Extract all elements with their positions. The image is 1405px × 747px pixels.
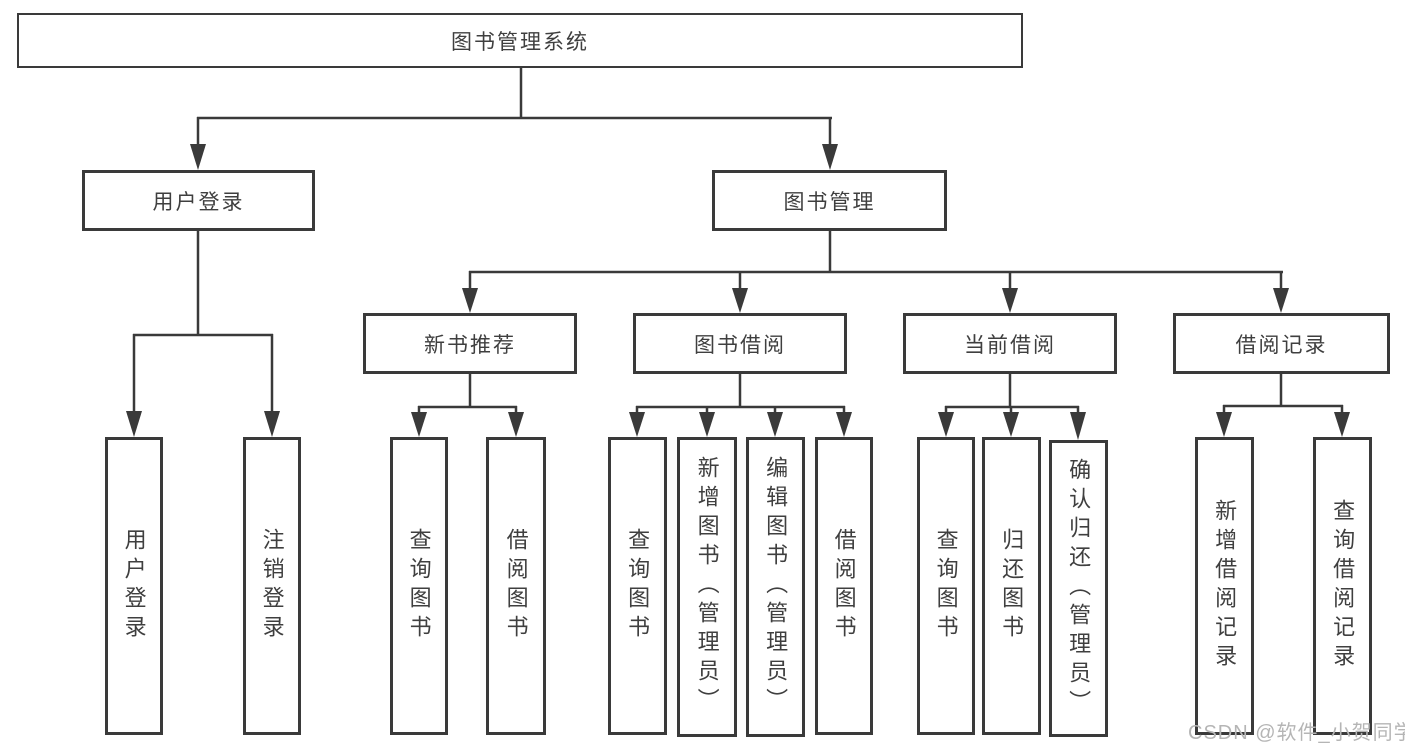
node-label: 新增图书（管理员）	[694, 456, 720, 718]
leaf-add-books-admin: 新增图书（管理员）	[677, 437, 737, 737]
leaf-query-borrow-record: 查询借阅记录	[1313, 437, 1372, 735]
leaf-return-books: 归还图书	[982, 437, 1041, 735]
leaf-edit-books-admin: 编辑图书（管理员）	[746, 437, 805, 737]
node-label: 归还图书	[999, 527, 1025, 645]
leaf-borrow-books: 借阅图书	[815, 437, 873, 735]
node-label: 图书借阅	[694, 333, 786, 357]
node-label: 查询借阅记录	[1330, 498, 1356, 674]
node-label: 借阅图书	[503, 527, 529, 645]
node-new-book-recommend: 新书推荐	[363, 313, 577, 374]
node-label: 借阅记录	[1235, 333, 1328, 357]
node-borrowing-records: 借阅记录	[1173, 313, 1390, 374]
leaf-add-borrow-record: 新增借阅记录	[1195, 437, 1254, 735]
leaf-confirm-return-admin: 确认归还（管理员）	[1049, 440, 1108, 737]
node-label: 查询图书	[933, 527, 959, 645]
csdn-watermark: CSDN @软件_小贺同学	[1188, 722, 1405, 744]
node-label: 确认归还（管理员）	[1066, 457, 1092, 720]
node-label: 当前借阅	[964, 333, 1056, 357]
node-label: 新书推荐	[424, 333, 516, 357]
leaf-user-login: 用户登录	[105, 437, 163, 735]
node-book-borrowing: 图书借阅	[633, 313, 847, 374]
node-user-login-group: 用户登录	[82, 170, 315, 231]
leaf-query-books-current: 查询图书	[917, 437, 975, 735]
node-label: 用户登录	[121, 527, 147, 645]
leaf-query-books-borrowing: 查询图书	[608, 437, 667, 735]
node-label: 查询图书	[406, 527, 432, 645]
node-label: 借阅图书	[831, 527, 857, 645]
node-label: 编辑图书（管理员）	[763, 456, 789, 718]
node-book-management-group: 图书管理	[712, 170, 947, 231]
node-label: 查询图书	[625, 527, 651, 645]
node-label: 注销登录	[259, 527, 285, 645]
leaf-borrow-books-recommend: 借阅图书	[486, 437, 546, 735]
node-label: 图书管理	[783, 190, 876, 214]
leaf-logout: 注销登录	[243, 437, 301, 735]
node-library-management-system: 图书管理系统	[17, 13, 1023, 68]
node-current-borrowing: 当前借阅	[903, 313, 1117, 374]
leaf-query-books-recommend: 查询图书	[390, 437, 448, 735]
node-label: 图书管理系统	[451, 30, 589, 54]
node-label: 新增借阅记录	[1212, 498, 1238, 674]
node-label: 用户登录	[152, 190, 245, 214]
